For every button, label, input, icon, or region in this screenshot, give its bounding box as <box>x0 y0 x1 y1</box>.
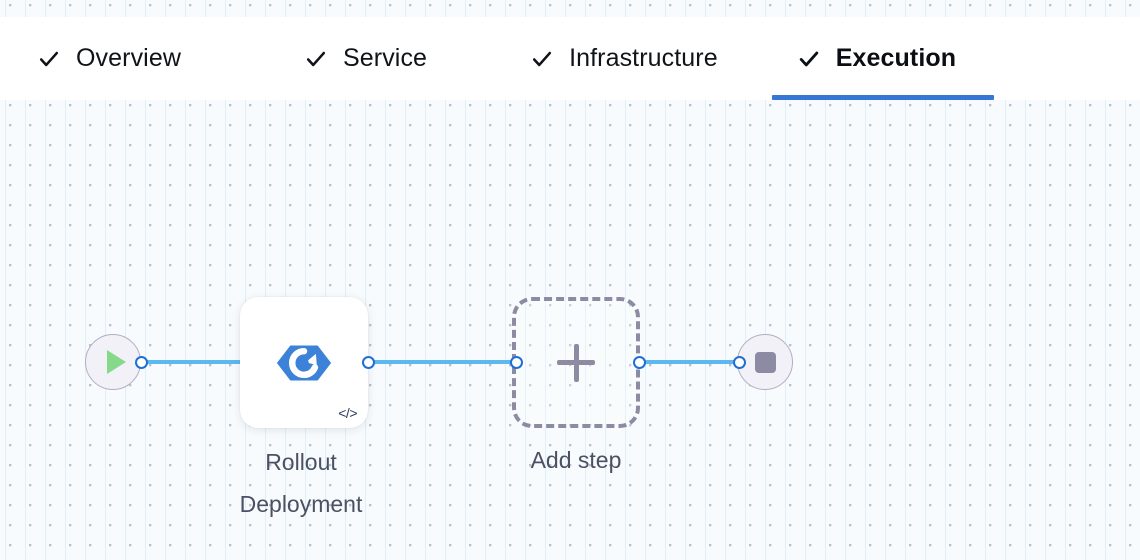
tab-active-underline <box>771 95 995 100</box>
tab-execution[interactable]: Execution <box>771 17 995 100</box>
play-icon <box>106 350 126 374</box>
stop-icon <box>754 351 776 373</box>
tab-infrastructure[interactable]: Infrastructure <box>531 17 772 100</box>
start-node[interactable] <box>85 334 141 390</box>
tab-overview[interactable]: Overview <box>0 17 305 100</box>
add-step-node[interactable] <box>512 297 640 428</box>
check-icon <box>38 48 60 70</box>
rollout-node-source-handle[interactable] <box>510 355 523 369</box>
rollout-deployment-icon <box>276 335 332 391</box>
add-step-label: Add step <box>530 447 622 473</box>
plus-icon <box>557 343 595 382</box>
check-icon <box>798 48 820 70</box>
edge-rollout-to-add-step[interactable] <box>368 360 517 364</box>
pipeline-graph: </> Rollout Deployment Add step <box>0 100 1140 560</box>
stage-tab-bar: Overview Service Infrastructure <box>0 17 1140 100</box>
tab-label: Infrastructure <box>569 44 718 72</box>
end-node[interactable] <box>737 334 793 390</box>
check-icon <box>305 48 327 70</box>
rollout-node-target-handle[interactable] <box>362 355 375 369</box>
end-node-target-handle[interactable] <box>733 355 746 369</box>
edge-add-step-to-end[interactable] <box>639 360 739 364</box>
code-icon: </> <box>338 405 357 421</box>
tab-label: Overview <box>76 44 181 72</box>
step-node-rollout-deployment[interactable]: </> <box>240 297 368 428</box>
edge-start-to-rollout[interactable] <box>141 360 242 364</box>
tab-label: Execution <box>835 44 957 72</box>
add-step-source-handle[interactable] <box>633 355 646 369</box>
tab-label: Service <box>343 44 428 72</box>
step-label-rollout-deployment: Rollout Deployment <box>239 449 363 517</box>
check-icon <box>531 48 553 70</box>
tab-service[interactable]: Service <box>305 17 531 100</box>
start-node-source-handle[interactable] <box>135 355 148 369</box>
